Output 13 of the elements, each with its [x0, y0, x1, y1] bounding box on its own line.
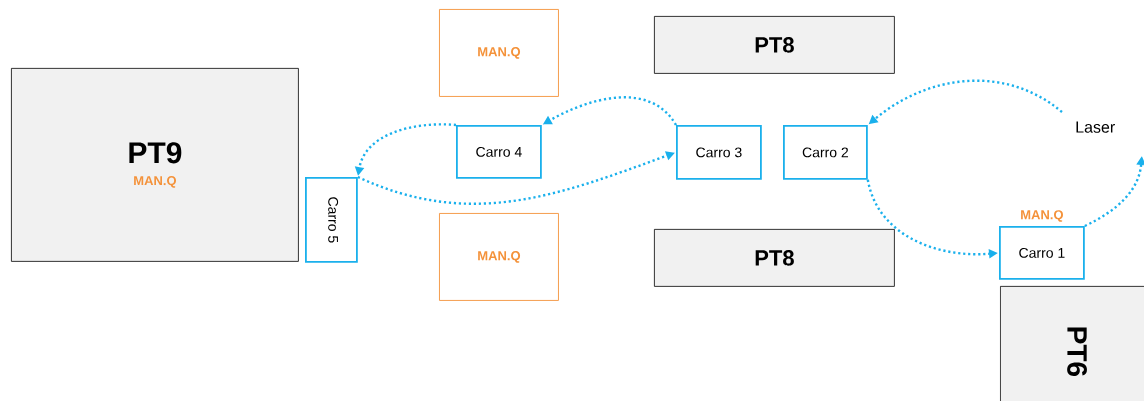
area-label: MAN.Q — [1021, 210, 1063, 222]
cart-box: Carro 2 — [783, 125, 868, 180]
area-box: MAN.Q — [439, 213, 559, 301]
area-box: MAN.Q — [439, 9, 559, 97]
station-box: PT8 — [654, 229, 895, 287]
station-box: PT6 — [1000, 286, 1144, 401]
cart-box: Carro 1 — [999, 226, 1085, 280]
cart-box: Carro 4 — [456, 125, 542, 179]
cart-box: Carro 3 — [676, 125, 762, 180]
cart-box: Carro 5 — [305, 177, 358, 263]
station-box: PT9 MAN.Q — [11, 68, 299, 262]
station-box: PT8 — [654, 16, 895, 74]
laser-label: Laser — [1076, 121, 1115, 133]
